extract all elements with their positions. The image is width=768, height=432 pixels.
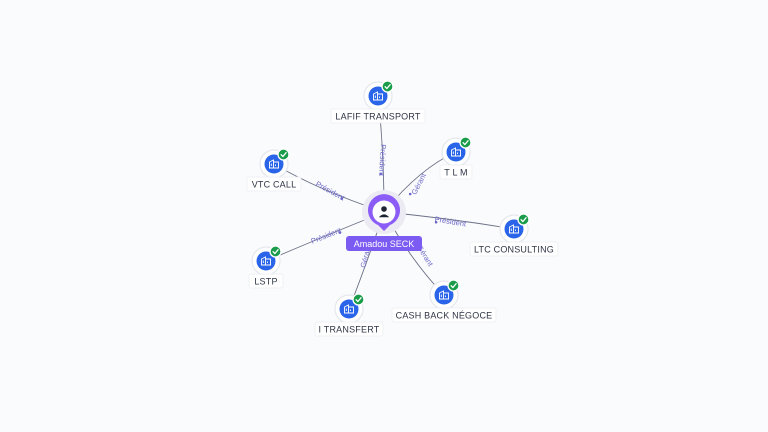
verified-check-icon (269, 245, 282, 258)
verified-check-icon (459, 136, 472, 149)
edge-label-lafif: Président (377, 144, 388, 177)
edge-label-tlm: Gérant (410, 171, 429, 196)
company-node-itransfert[interactable]: I TRANSFERT (314, 293, 384, 337)
edge-arrow (340, 197, 344, 200)
building-icon (509, 224, 519, 234)
company-label-box (391, 307, 497, 323)
verified-check-icon (447, 279, 460, 292)
edge-arrow (434, 220, 438, 224)
edge-arrow (379, 172, 383, 176)
company-node-ltc[interactable]: LTC CONSULTING (469, 213, 559, 257)
edge-label-ltc: Président (434, 215, 468, 229)
building-icon (373, 91, 383, 101)
edge-label-vtc: Président (314, 179, 347, 203)
verified-check-icon (277, 148, 290, 161)
company-label-box (246, 176, 302, 192)
node-core (264, 154, 284, 174)
company-label: LSTP (254, 277, 277, 287)
node-core (504, 219, 524, 239)
center-label-pill (346, 236, 422, 251)
edge-arrow (338, 231, 342, 234)
node-core (434, 285, 454, 305)
company-node-tlm[interactable]: T L M (439, 136, 473, 180)
node-core (256, 251, 276, 271)
nodes-layer: LAFIF TRANSPORT T L M LTC CONSULTING CASH B… (246, 80, 559, 337)
company-node-cashback[interactable]: CASH BACK NÉGOCE (391, 279, 497, 323)
verified-check-icon (517, 213, 530, 226)
company-label-box (248, 273, 284, 289)
building-icon (439, 290, 449, 300)
company-label-box (314, 321, 384, 337)
company-label: T L M (444, 168, 468, 178)
company-label-box (330, 108, 426, 124)
company-label: LTC CONSULTING (474, 245, 554, 255)
company-label-box (439, 164, 473, 180)
center-person-node[interactable]: Amadou SECK (346, 190, 422, 251)
center-label: Amadou SECK (354, 239, 415, 249)
company-label: I TRANSFERT (319, 325, 380, 335)
node-core (339, 299, 359, 319)
company-node-lafif[interactable]: LAFIF TRANSPORT (330, 80, 426, 124)
center-marker-inner (372, 200, 396, 224)
company-label: LAFIF TRANSPORT (335, 112, 420, 122)
verified-check-icon (381, 80, 394, 93)
company-label-box (469, 241, 559, 257)
node-core (368, 86, 388, 106)
building-icon (344, 304, 354, 314)
building-icon (451, 147, 461, 157)
company-label: VTC CALL (252, 180, 297, 190)
person-icon (378, 206, 390, 218)
edge-arrow (408, 192, 412, 196)
building-icon (269, 159, 279, 169)
node-core (446, 142, 466, 162)
building-icon (261, 256, 271, 266)
company-node-vtc[interactable]: VTC CALL (246, 148, 302, 192)
company-label: CASH BACK NÉGOCE (396, 311, 493, 321)
edge-label-lstp: Président (310, 225, 344, 246)
company-node-lstp[interactable]: LSTP (248, 245, 284, 289)
verified-check-icon (352, 293, 365, 306)
